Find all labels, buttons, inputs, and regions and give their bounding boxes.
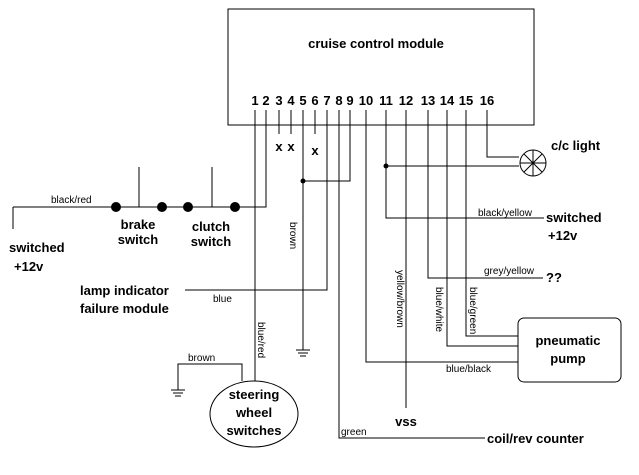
wire-label-blue-red: blue/red	[255, 322, 266, 358]
brake-switch-label-line1: brake	[121, 217, 156, 232]
ground-icon	[296, 349, 310, 357]
cc-light-label: c/c light	[551, 138, 601, 153]
wire-pin-15-blue-green: blue/green	[465, 110, 518, 337]
pin-7: 7	[323, 93, 330, 108]
switched-12v-left-line2: +12v	[14, 259, 44, 274]
pin-15: 15	[459, 93, 473, 108]
junction-dot-pin11	[383, 163, 389, 169]
wire-label-black-red: black/red	[51, 195, 92, 206]
coil-rev-counter-label: coil/rev counter	[487, 431, 584, 446]
wire-pin-13-grey-yellow: grey/yellow ??	[427, 110, 562, 285]
module-box	[227, 8, 535, 126]
pneumatic-pump-line1: pneumatic	[535, 333, 600, 348]
wire-pin-7-blue: blue lamp indicator failure module	[80, 110, 328, 316]
brake-switch-contact-left	[111, 202, 121, 212]
wire-pin-12-yellow-brown: yellow/brown vss	[394, 110, 417, 429]
switched-12v-right-line1: switched	[546, 210, 602, 225]
steering-wheel-switches-ellipse	[209, 380, 299, 448]
wire-pin-10-blue-black: blue/black	[365, 110, 518, 375]
switched-12v-right-line2: +12v	[548, 228, 578, 243]
pneumatic-pump-line2: pump	[550, 351, 585, 366]
wire-label-black-yellow: black/yellow	[478, 208, 533, 219]
junction-dot-pin5	[300, 178, 306, 184]
unused-mark-pin-4: x	[287, 139, 295, 154]
pin-1: 1	[251, 93, 258, 108]
brake-switch-label-line2: switch	[118, 232, 159, 247]
pin-13: 13	[421, 93, 435, 108]
wire-pin-14-blue-white: blue/white	[433, 110, 518, 347]
brake-switch-contact-right	[157, 202, 167, 212]
wire-label-brown: brown	[287, 222, 298, 249]
pin-3: 3	[275, 93, 282, 108]
pin-8: 8	[335, 93, 342, 108]
pin-9: 9	[346, 93, 353, 108]
wire-pin-16	[486, 110, 519, 158]
clutch-switch-contact-right	[230, 202, 240, 212]
wire-pin-8-green: green coil/rev counter	[338, 110, 584, 446]
pin-11: 11	[379, 93, 393, 108]
pin-10: 10	[359, 93, 373, 108]
cruise-control-module: cruise control module 1 2 3 4 5 6 7 8 9 …	[227, 8, 535, 126]
lamp-indicator-line2: failure module	[80, 301, 169, 316]
clutch-switch-contact-left	[183, 202, 193, 212]
steering-wheel-label-line1: steering	[229, 387, 280, 402]
pin-12: 12	[399, 93, 413, 108]
wire-label-grey-yellow: grey/yellow	[484, 266, 535, 277]
wire-label-yellow-brown: yellow/brown	[394, 270, 405, 328]
pin-16: 16	[480, 93, 494, 108]
pneumatic-pump: pneumatic pump	[517, 317, 622, 383]
clutch-switch: clutch switch	[183, 167, 240, 249]
pin-4: 4	[287, 93, 295, 108]
wire-pin-1-blue-red: blue/red	[254, 110, 266, 382]
wire-pin-2-switch-chain: black/red switched +12v	[9, 110, 267, 274]
lamp-indicator-line1: lamp indicator	[80, 283, 169, 298]
wire-pin-11-black-yellow: black/yellow switched +12v	[383, 110, 602, 243]
cc-light: c/c light	[519, 138, 601, 177]
steering-wheel-switches: steering wheel switches brown	[171, 353, 299, 448]
unused-pin-marks: x x x	[275, 110, 319, 158]
pin-6: 6	[311, 93, 318, 108]
unknown-label: ??	[546, 270, 562, 285]
pin-5: 5	[299, 93, 306, 108]
wire-label-blue-white: blue/white	[433, 287, 444, 332]
pin-14: 14	[440, 93, 455, 108]
ground-icon	[171, 389, 185, 397]
pin-2: 2	[262, 93, 269, 108]
wire-label-blue-black: blue/black	[446, 364, 492, 375]
wire-label-blue: blue	[213, 294, 232, 305]
vss-label: vss	[395, 414, 417, 429]
unused-mark-pin-6: x	[311, 143, 319, 158]
module-title: cruise control module	[308, 36, 444, 51]
wire-label-blue-green: blue/green	[467, 287, 478, 334]
steering-wheel-label-line3: switches	[227, 423, 282, 438]
clutch-switch-label-line1: clutch	[192, 219, 230, 234]
wire-pin-5-9-brown-ground: brown	[287, 110, 351, 357]
wire-label-brown-steering: brown	[188, 353, 215, 364]
wire-label-green: green	[341, 427, 367, 438]
steering-wheel-label-line2: wheel	[235, 405, 272, 420]
module-pins: 1 2 3 4 5 6 7 8 9 10 11 12 13 14 15 16	[251, 93, 494, 108]
pneumatic-pump-box	[517, 317, 622, 383]
clutch-switch-label-line2: switch	[191, 234, 232, 249]
unused-mark-pin-3: x	[275, 139, 283, 154]
brake-switch: brake switch	[111, 167, 167, 247]
switched-12v-left-line1: switched	[9, 240, 65, 255]
